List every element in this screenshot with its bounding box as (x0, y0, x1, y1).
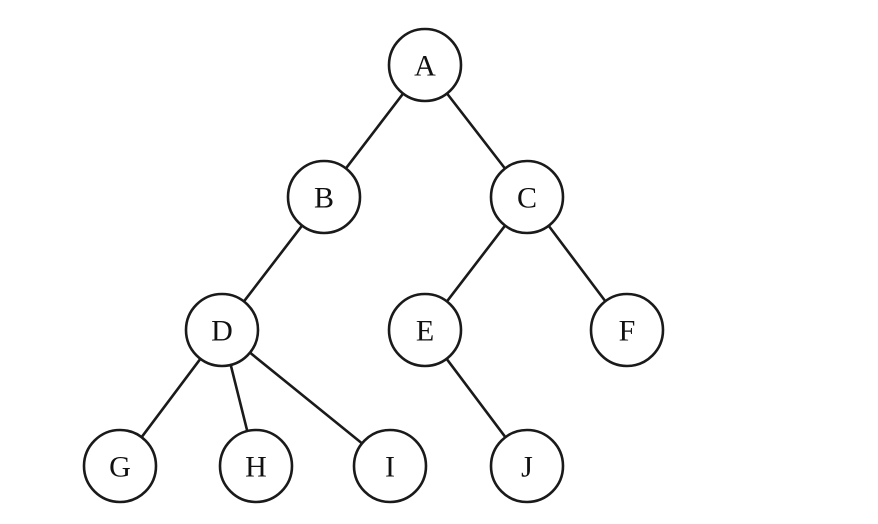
node-circle (82, 428, 158, 504)
edge-d-h (229, 363, 249, 433)
edge-c-e (445, 224, 507, 303)
node-label: J (521, 451, 533, 484)
node-circle (489, 159, 565, 235)
node-j: J (489, 428, 565, 504)
node-circle (489, 428, 565, 504)
edge-a-c (445, 92, 507, 170)
node-circle (387, 292, 463, 368)
node-circle (286, 159, 362, 235)
nodes-layer: A B C D E F G H I J (82, 27, 665, 504)
node-label: B (314, 182, 334, 215)
edges-layer (140, 92, 607, 445)
node-d: D (184, 292, 260, 368)
edge-d-i (248, 351, 364, 445)
node-a: A (387, 27, 463, 103)
node-label: I (385, 451, 395, 484)
edge-d-g (140, 357, 202, 439)
node-label: E (416, 315, 434, 348)
node-g: G (82, 428, 158, 504)
edge-a-b (344, 92, 405, 170)
node-label: G (109, 451, 131, 484)
node-h: H (218, 428, 294, 504)
node-f: F (589, 292, 665, 368)
node-b: B (286, 159, 362, 235)
node-label: A (414, 50, 436, 83)
edge-b-d (242, 224, 304, 303)
node-circle (184, 292, 260, 368)
node-label: C (517, 182, 537, 215)
node-circle (387, 27, 463, 103)
node-label: H (245, 451, 267, 484)
edge-e-j (445, 357, 507, 439)
node-i: I (352, 428, 428, 504)
node-circle (589, 292, 665, 368)
node-circle (352, 428, 428, 504)
node-e: E (387, 292, 463, 368)
node-label: D (211, 315, 233, 348)
node-circle (218, 428, 294, 504)
edge-c-f (547, 224, 607, 303)
node-label: F (619, 315, 636, 348)
node-c: C (489, 159, 565, 235)
